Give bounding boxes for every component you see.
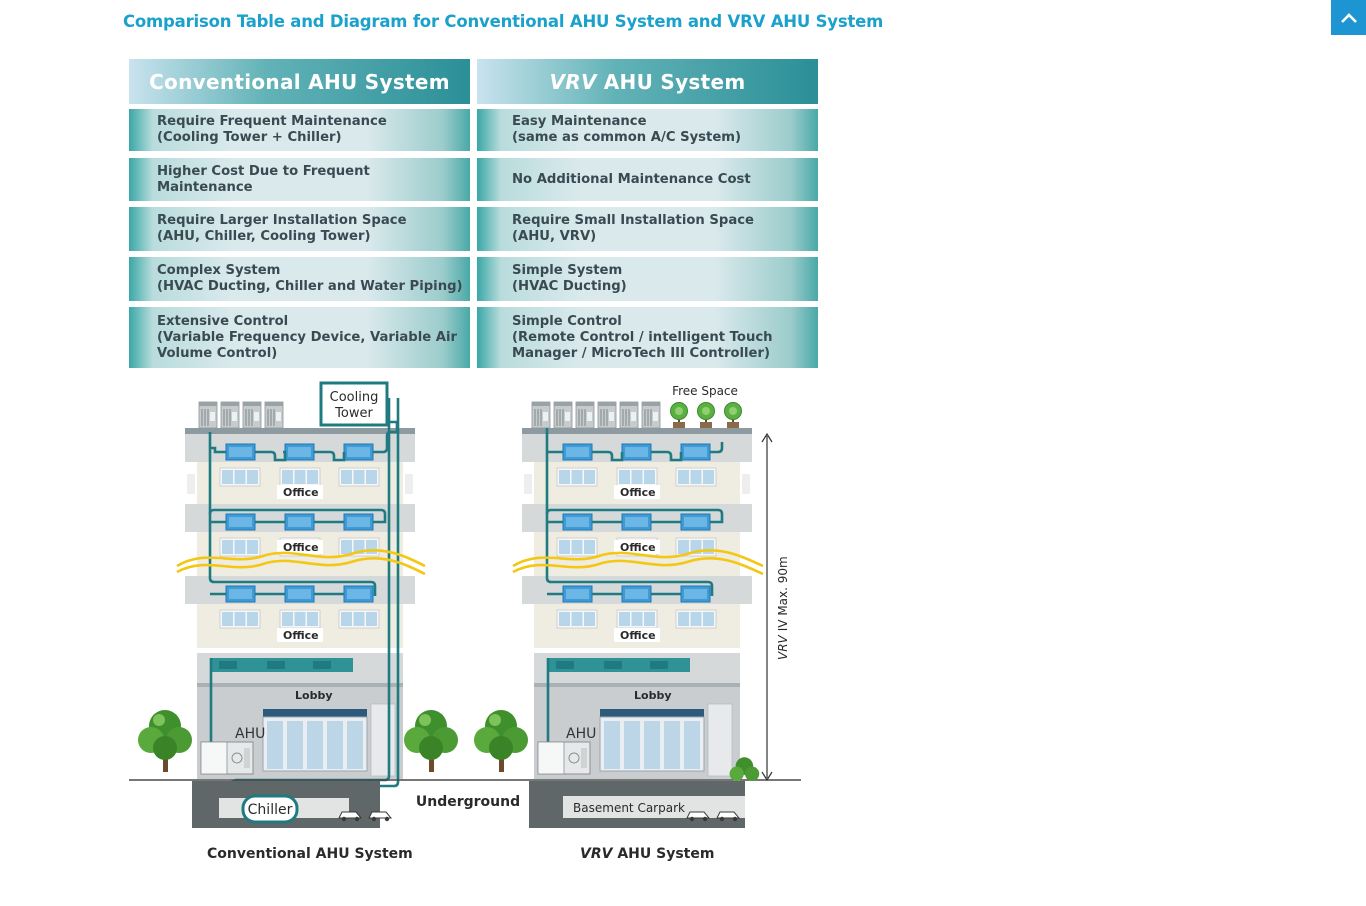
indoor-unit-icon xyxy=(562,585,593,603)
wave-mark xyxy=(512,556,764,576)
height-label: VRVIV Max. 90m xyxy=(776,556,790,660)
window-icon xyxy=(338,467,380,487)
wave-mark xyxy=(176,549,426,568)
indoor-unit-icon xyxy=(225,585,256,603)
conventional-row: Require Frequent Maintenance (Cooling To… xyxy=(129,109,470,151)
rooftop-unit-icon xyxy=(619,401,639,429)
conventional-column: Conventional AHU System Require Frequent… xyxy=(129,59,470,368)
lobby-door-icon xyxy=(599,708,705,772)
vrv-row: Require Small Installation Space (AHU, V… xyxy=(477,207,818,251)
conventional-caption: Conventional AHU System xyxy=(207,846,413,862)
indoor-unit-icon xyxy=(284,585,315,603)
building-diagram: AHU Office Office Office Lobby Cooling T… xyxy=(129,381,801,828)
basement-carpark-label: Basement Carpark xyxy=(573,801,685,815)
window-icon xyxy=(556,537,598,557)
indoor-unit-icon xyxy=(343,443,374,461)
lobby-door-icon xyxy=(262,708,368,772)
rooftop-unit-icon xyxy=(198,401,218,429)
conventional-building: AHU Office Office Office Lobby Cooling T… xyxy=(138,381,520,828)
window-icon xyxy=(219,467,261,487)
rooftop-unit-icon xyxy=(220,401,240,429)
vrv-caption: VRV AHU System xyxy=(580,846,715,862)
window-icon xyxy=(616,609,658,629)
window-icon xyxy=(338,537,380,557)
window-icon xyxy=(675,609,717,629)
indoor-unit-icon xyxy=(621,443,652,461)
office-label: Office xyxy=(620,629,656,642)
indoor-unit-icon xyxy=(621,585,652,603)
conventional-row: Higher Cost Due to Frequent Maintenance xyxy=(129,158,470,201)
ahu-label: AHU xyxy=(566,726,596,742)
vrv-row: Simple System (HVAC Ducting) xyxy=(477,257,818,301)
rooftop-unit-icon xyxy=(531,401,551,429)
indoor-unit-icon xyxy=(621,513,652,531)
rooftop-unit-icon xyxy=(264,401,284,429)
scroll-to-top-button[interactable] xyxy=(1331,0,1366,35)
conventional-row: Require Larger Installation Space (AHU, … xyxy=(129,207,470,251)
underground-label: Underground xyxy=(416,794,520,810)
window-icon xyxy=(675,467,717,487)
rooftop-plant-icon xyxy=(670,402,688,429)
ahu-unit-icon xyxy=(537,741,591,775)
tree-icon xyxy=(404,710,458,772)
window-icon xyxy=(219,537,261,557)
rooftop-plant-icon xyxy=(697,402,715,429)
cooling-tower-label: Tower xyxy=(334,406,373,421)
wave-mark xyxy=(512,548,764,568)
indoor-unit-icon xyxy=(680,443,711,461)
indoor-unit-icon xyxy=(562,443,593,461)
vrv-row: Simple Control (Remote Control / intelli… xyxy=(477,307,818,368)
rooftop-unit-icon xyxy=(553,401,573,429)
window-icon xyxy=(556,609,598,629)
tree-icon xyxy=(138,710,192,772)
indoor-unit-icon xyxy=(284,443,315,461)
wave-mark xyxy=(176,557,426,576)
window-icon xyxy=(219,609,261,629)
window-icon xyxy=(675,537,717,557)
conventional-row: Extensive Control (Variable Frequency De… xyxy=(129,307,470,368)
free-space-label: Free Space xyxy=(672,384,738,398)
rooftop-plant-icon xyxy=(724,402,742,429)
conventional-header: Conventional AHU System xyxy=(129,59,470,104)
office-label: Office xyxy=(620,486,656,499)
office-label: Office xyxy=(620,541,656,554)
rooftop-unit-icon xyxy=(641,401,661,429)
ahu-unit-icon xyxy=(200,741,254,775)
rooftop-unit-icon xyxy=(575,401,595,429)
page-title: Comparison Table and Diagram for Convent… xyxy=(123,12,884,31)
indoor-unit-icon xyxy=(343,513,374,531)
window-icon xyxy=(616,467,658,487)
window-icon xyxy=(556,467,598,487)
vrv-row: Easy Maintenance (same as common A/C Sys… xyxy=(477,109,818,151)
vrv-row: No Additional Maintenance Cost xyxy=(477,158,818,201)
rooftop-unit-icon xyxy=(242,401,262,429)
indoor-unit-icon xyxy=(225,443,256,461)
window-icon xyxy=(279,609,321,629)
office-label: Office xyxy=(283,629,319,642)
rooftop-unit-icon xyxy=(597,401,617,429)
tree-icon xyxy=(474,710,528,772)
ahu-label: AHU xyxy=(235,726,265,742)
small-tree-icon xyxy=(729,757,760,781)
chiller-label: Chiller xyxy=(248,802,293,818)
cooling-tower-label: Cooling xyxy=(330,390,379,405)
indoor-unit-icon xyxy=(562,513,593,531)
chevron-up-icon xyxy=(1340,12,1357,23)
office-label: Office xyxy=(283,486,319,499)
conventional-row: Complex System (HVAC Ducting, Chiller an… xyxy=(129,257,470,301)
indoor-unit-icon xyxy=(343,585,374,603)
window-icon xyxy=(279,467,321,487)
office-label: Office xyxy=(283,541,319,554)
window-icon xyxy=(338,609,380,629)
lobby-label: Lobby xyxy=(295,689,333,702)
indoor-unit-icon xyxy=(225,513,256,531)
indoor-unit-icon xyxy=(284,513,315,531)
vrv-building: Free Space xyxy=(474,384,790,828)
indoor-unit-icon xyxy=(680,585,711,603)
lobby-label: Lobby xyxy=(634,689,672,702)
indoor-unit-icon xyxy=(680,513,711,531)
